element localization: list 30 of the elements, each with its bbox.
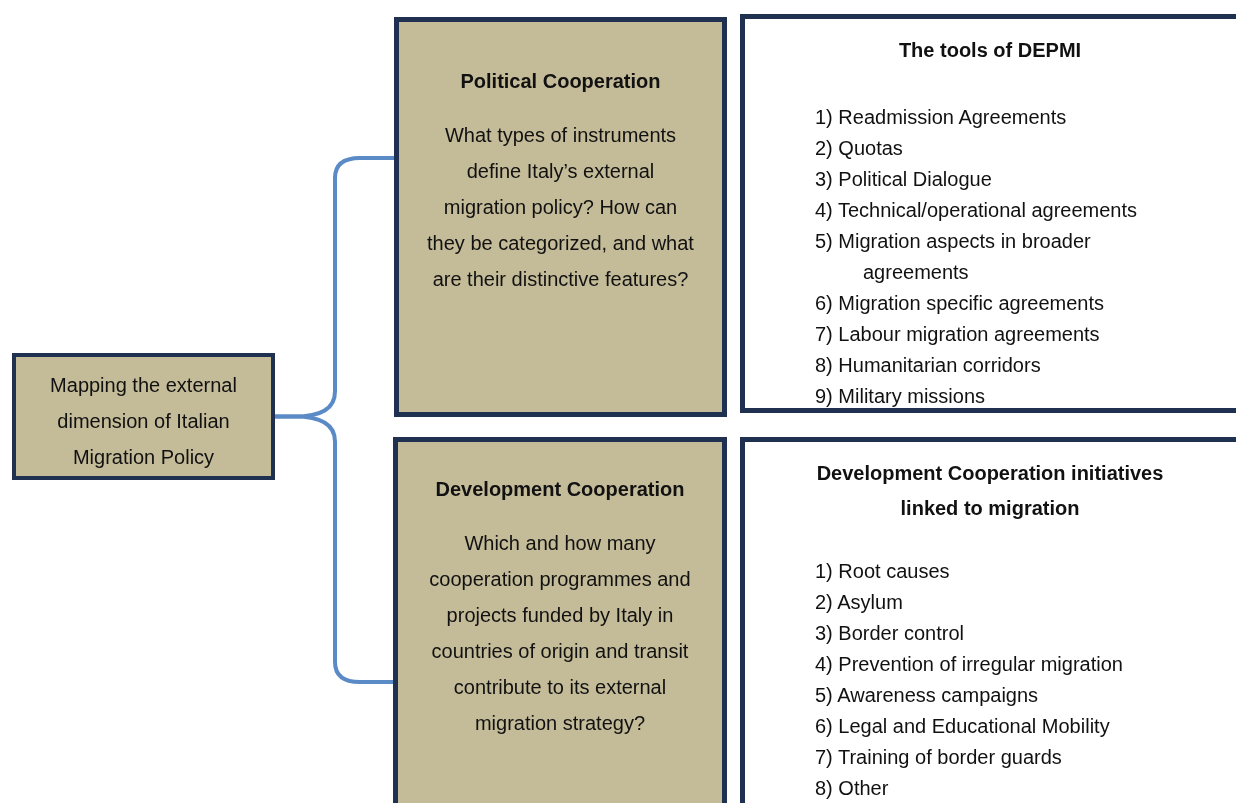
box-heading: Development Cooperation bbox=[434, 478, 686, 501]
list-item: 6) Legal and Educational Mobility bbox=[814, 714, 1111, 739]
question-text: Which and how many cooperation programmes and projects funded by Italy in countries of origin and transit contribute to its external migration strategy? bbox=[428, 531, 692, 736]
question-box bbox=[393, 437, 727, 803]
list-item: 7) Labour migration agreements bbox=[814, 322, 1101, 347]
list-item: 7) Training of border guards bbox=[814, 745, 1063, 770]
topic-box bbox=[12, 353, 275, 480]
bracket-connector bbox=[275, 414, 393, 684]
list-heading: The tools of DEPMI bbox=[897, 38, 1083, 63]
list-item: 1) Root causes bbox=[814, 559, 951, 584]
list-item: 1) Readmission Agreements bbox=[814, 105, 1068, 130]
topic-text: Mapping the external dimension of Italian Migration Policy bbox=[49, 373, 238, 470]
list-item: 2) Asylum bbox=[814, 590, 904, 615]
list-item: 3) Political Dialogue bbox=[814, 167, 993, 192]
list-item: 5) Awareness campaigns bbox=[814, 683, 1040, 708]
list-item: 8) Other bbox=[814, 776, 890, 801]
question-text: What types of instruments define Italy’s external migration policy? How can they be categorized, and what are their distinctive features? bbox=[427, 123, 694, 292]
list-item: 2) Quotas bbox=[814, 136, 904, 161]
list-item: 3) Border control bbox=[814, 621, 965, 646]
list-box bbox=[740, 437, 1236, 803]
list-item: 5) Migration aspects in broader agreements bbox=[814, 229, 1092, 285]
list-item: 4) Technical/operational agreements bbox=[814, 198, 1139, 223]
list-item: 6) Migration specific agreements bbox=[814, 291, 1105, 316]
box-heading: Political Cooperation bbox=[459, 70, 662, 93]
list-heading: Development Cooperation initiatives linked to migration bbox=[815, 461, 1165, 521]
list-item: 8) Humanitarian corridors bbox=[814, 353, 1042, 378]
list-item: 9) Military missions bbox=[814, 384, 987, 409]
list-box bbox=[740, 14, 1236, 413]
list-item: 4) Prevention of irregular migration bbox=[814, 652, 1124, 677]
question-box bbox=[394, 17, 727, 417]
